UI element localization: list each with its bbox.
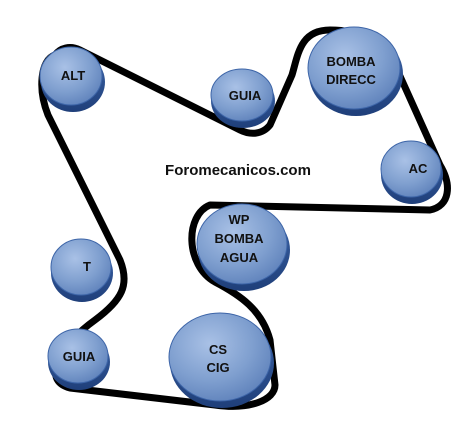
pulley-label-wp-2: BOMBA: [214, 231, 264, 246]
pulley-label-guia-bottom: GUIA: [63, 349, 96, 364]
pulley-label-guia-top: GUIA: [229, 88, 262, 103]
pulley-label-cs-1: CS: [209, 342, 227, 357]
pulley-label-t: T: [83, 259, 91, 274]
pulley-label-alt: ALT: [61, 68, 85, 83]
pulley-wp-bomba-agua: WP BOMBA AGUA: [196, 203, 290, 291]
pulley-label-bomba-direcc-1: BOMBA: [326, 54, 376, 69]
serpentine-belt: [38, 26, 451, 410]
pulley-label-wp-1: WP: [229, 212, 250, 227]
pulley-guia-bottom: GUIA: [47, 328, 110, 390]
watermark-text: Foromecanicos.com: [165, 162, 311, 179]
pulley-label-wp-3: AGUA: [220, 250, 259, 265]
pulley-alt: ALT: [39, 46, 105, 112]
pulley-bomba-direcc: BOMBA DIRECC: [307, 26, 403, 116]
pulley-guia-top: GUIA: [210, 68, 275, 128]
pulley-t: T: [50, 238, 113, 302]
pulley-label-cs-2: CIG: [206, 360, 229, 375]
pulley-label-bomba-direcc-2: DIRECC: [326, 72, 376, 87]
pulley-cs-cig: CS CIG: [168, 312, 274, 408]
pulley-ac: AC: [380, 140, 443, 204]
pulley-label-ac: AC: [409, 161, 428, 176]
